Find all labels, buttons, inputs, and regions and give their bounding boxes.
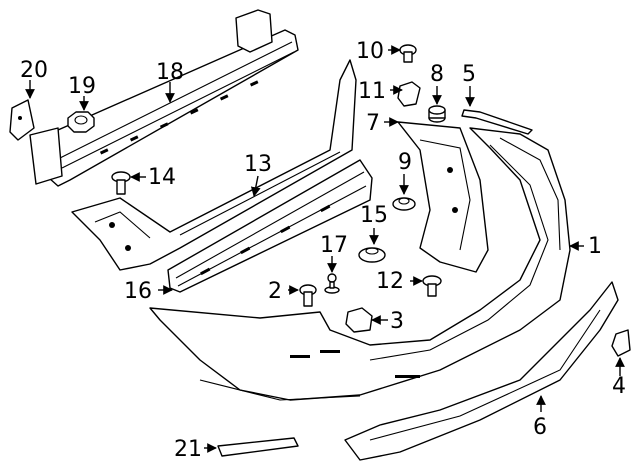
callout-11: 11 xyxy=(358,79,386,104)
callout-4: 4 xyxy=(612,374,626,399)
callout-16: 16 xyxy=(124,279,152,304)
callout-1: 1 xyxy=(588,234,602,259)
callout-12: 12 xyxy=(376,269,404,294)
callout-9: 9 xyxy=(398,150,412,175)
callout-21: 21 xyxy=(174,437,202,462)
trim-strip xyxy=(217,437,299,457)
pad-part-20 xyxy=(9,99,35,141)
nut-part-9 xyxy=(392,197,416,211)
bolt-part-10 xyxy=(399,44,417,63)
callout-2: 2 xyxy=(268,279,282,304)
stop-part-8 xyxy=(428,105,446,123)
clip-part-11 xyxy=(397,81,421,107)
callout-18: 18 xyxy=(156,60,184,85)
leader-lines xyxy=(25,45,625,453)
callout-19: 19 xyxy=(68,74,96,99)
callout-10: 10 xyxy=(356,39,384,64)
lower-valance xyxy=(344,281,619,461)
clip-part-17 xyxy=(324,273,340,294)
strip-part-5 xyxy=(461,109,533,135)
reinforcement-beam xyxy=(29,9,299,187)
callout-20: 20 xyxy=(20,58,48,83)
bolt-part-14 xyxy=(111,171,131,195)
bolt-part-2 xyxy=(299,284,317,307)
lower-bracket xyxy=(167,159,373,293)
callout-13: 13 xyxy=(244,152,272,177)
clip-part-3 xyxy=(345,307,373,333)
callout-14: 14 xyxy=(148,165,176,190)
callout-5: 5 xyxy=(462,62,476,87)
callout-6: 6 xyxy=(533,415,547,440)
cap-part-4 xyxy=(611,329,631,357)
callout-7: 7 xyxy=(366,111,380,136)
side-bracket xyxy=(397,121,489,273)
callout-8: 8 xyxy=(430,62,444,87)
nut-part-15 xyxy=(358,247,386,263)
callout-labels: 20 19 18 14 13 16 10 11 8 5 7 9 15 12 17… xyxy=(20,39,626,462)
nut-part-19 xyxy=(67,111,95,133)
bumper-cover xyxy=(149,127,571,401)
callout-15: 15 xyxy=(360,203,388,228)
callout-3: 3 xyxy=(390,309,404,334)
bolt-part-12 xyxy=(422,275,442,297)
callout-17: 17 xyxy=(320,233,348,258)
